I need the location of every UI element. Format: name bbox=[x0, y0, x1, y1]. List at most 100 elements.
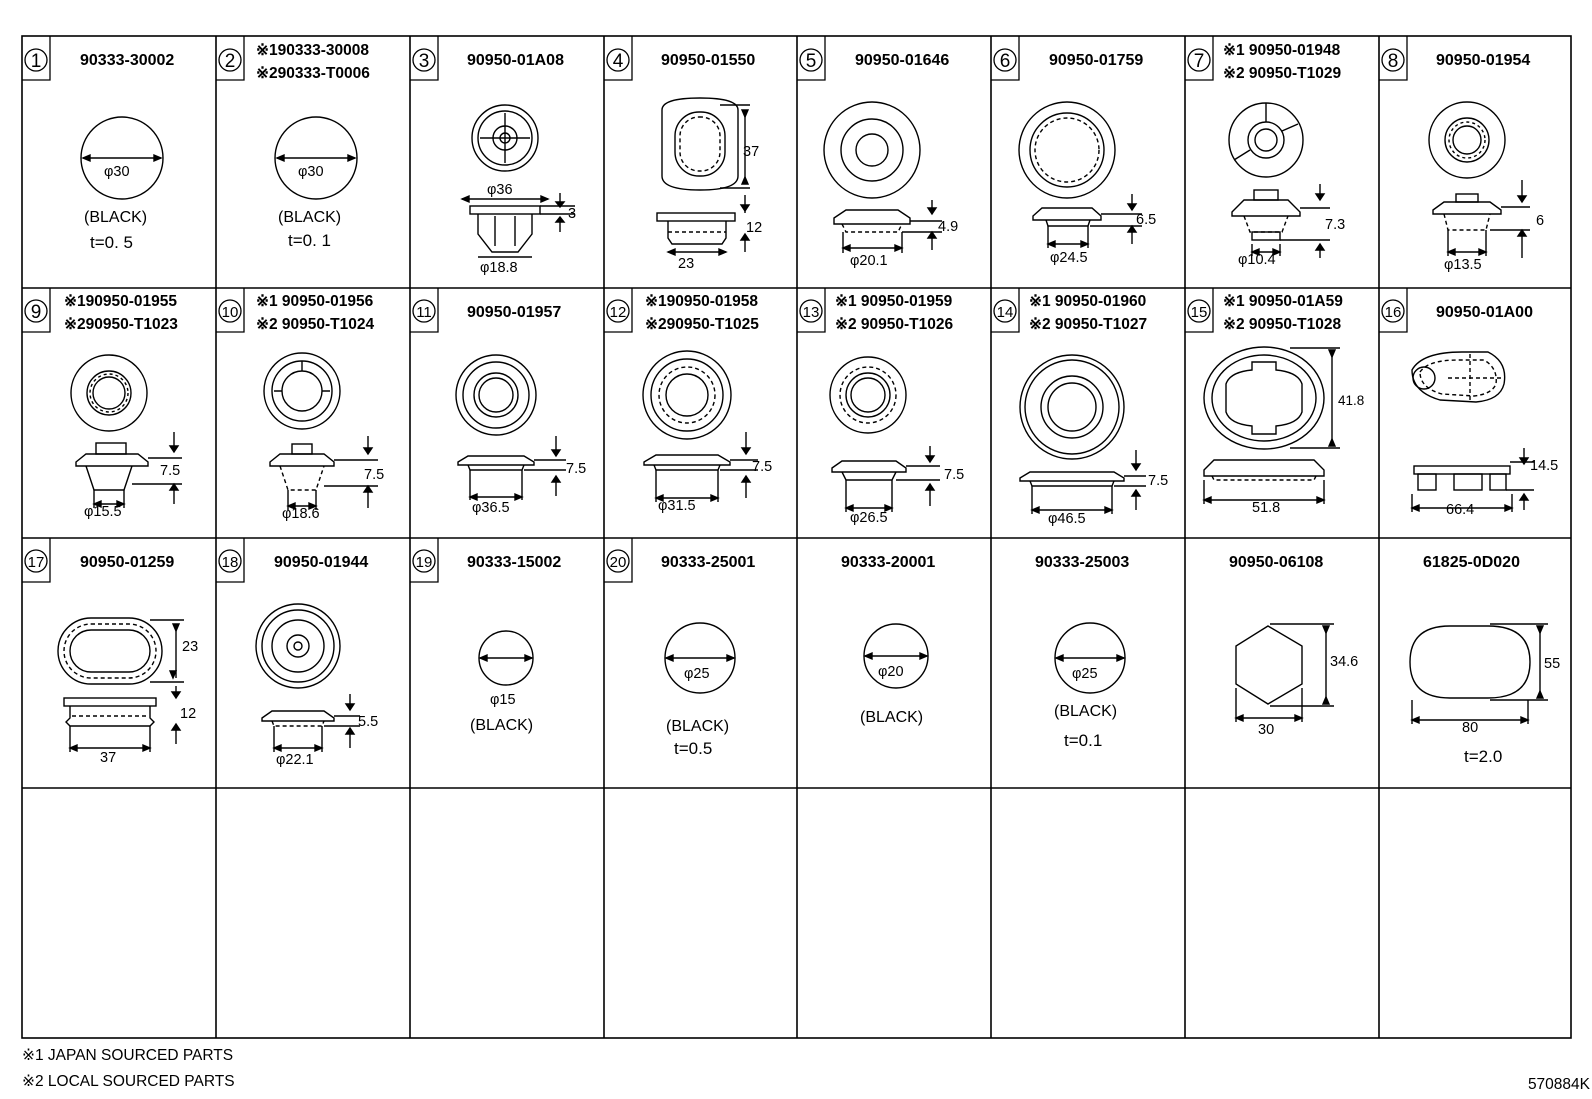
dimension-label: φ24.5 bbox=[1050, 250, 1088, 266]
dimension-label: φ20 bbox=[878, 664, 904, 680]
part-number: ※190333-30008 bbox=[256, 42, 369, 59]
dimension-label: 51.8 bbox=[1252, 500, 1280, 516]
oval-grommet-drawing bbox=[57, 617, 184, 753]
color-note: (BLACK) bbox=[278, 209, 341, 226]
dimension-label: 37 bbox=[743, 144, 759, 160]
item-number: 3 bbox=[419, 51, 430, 72]
item-number: 16 bbox=[1385, 304, 1402, 321]
color-note: (BLACK) bbox=[84, 209, 147, 226]
item-number: 20 bbox=[610, 554, 627, 571]
part-number: ※2 90950-T1026 bbox=[835, 316, 954, 333]
item-number: 13 bbox=[803, 304, 820, 321]
dimension-label: φ30 bbox=[298, 164, 324, 180]
teardrop-plug-drawing bbox=[1410, 351, 1534, 513]
dimension-label: 6 bbox=[1536, 213, 1544, 229]
round-grommet-drawing bbox=[642, 350, 758, 503]
part-number: 90950-01957 bbox=[467, 304, 561, 321]
item-number: 14 bbox=[997, 304, 1014, 321]
part-number: 90950-06108 bbox=[1229, 554, 1323, 571]
dimension-label: 55 bbox=[1544, 656, 1560, 672]
round-grommet-drawing bbox=[255, 603, 360, 753]
plug-disc-drawing bbox=[478, 630, 534, 686]
grid-lines bbox=[21, 35, 1572, 1039]
color-note: (BLACK) bbox=[666, 718, 729, 735]
dimension-label: φ36.5 bbox=[472, 500, 510, 516]
round-grommet-drawing bbox=[1018, 101, 1142, 249]
dimension-label: 41.8 bbox=[1338, 393, 1364, 408]
round-grommet-drawing bbox=[455, 354, 566, 502]
drawing-id: 570884K bbox=[1528, 1076, 1591, 1093]
dimension-label: 7.5 bbox=[566, 461, 586, 477]
part-number: ※290950-T1025 bbox=[645, 316, 759, 333]
oval-plug-drawing bbox=[1409, 623, 1548, 725]
dimension-label: 12 bbox=[180, 706, 196, 722]
dimension-label: φ15 bbox=[490, 692, 516, 708]
part-number: ※190950-01955 bbox=[64, 293, 177, 310]
thickness-note: t=0.1 bbox=[1064, 731, 1102, 750]
dimension-label: φ18.8 bbox=[480, 260, 518, 276]
part-number: 90333-25003 bbox=[1035, 554, 1129, 571]
item-number: 11 bbox=[416, 304, 432, 321]
thickness-note: t=0. 1 bbox=[288, 231, 331, 250]
part-number: ※2 90950-T1027 bbox=[1029, 316, 1147, 333]
part-number: 90950-01954 bbox=[1436, 52, 1530, 69]
round-grommet-drawing bbox=[1428, 101, 1530, 258]
dimension-label: 7.5 bbox=[944, 467, 964, 483]
item-number: 19 bbox=[416, 554, 433, 571]
color-note: (BLACK) bbox=[1054, 703, 1117, 720]
part-number: ※1 90950-01959 bbox=[835, 293, 953, 310]
color-note: (BLACK) bbox=[860, 709, 923, 726]
dimension-label: 7.5 bbox=[1148, 473, 1168, 489]
dimension-label: φ26.5 bbox=[850, 510, 888, 526]
part-number: ※2 90950-T1028 bbox=[1223, 316, 1342, 333]
part-number: 61825-0D020 bbox=[1423, 554, 1520, 571]
part-number: ※1 90950-01960 bbox=[1029, 293, 1146, 310]
number-badges bbox=[22, 36, 1408, 583]
dimension-label: 23 bbox=[678, 256, 694, 272]
part-number: 90950-01759 bbox=[1049, 52, 1143, 69]
dimension-label: φ15.5 bbox=[84, 504, 122, 520]
oval-grommet-drawing bbox=[656, 97, 751, 257]
part-number: 90333-20001 bbox=[841, 554, 935, 571]
dimension-label: 7.3 bbox=[1325, 217, 1345, 233]
dimension-label: φ20.1 bbox=[850, 253, 888, 269]
part-numbers: 90333-30002 ※190333-30008 ※290333-T0006 … bbox=[64, 42, 1533, 571]
part-number: 90333-30002 bbox=[80, 52, 174, 69]
part-number: ※190950-01958 bbox=[645, 293, 758, 310]
plug-disc-drawing bbox=[80, 116, 164, 200]
dimension-labels: φ30 (BLACK) t=0. 5 φ30 (BLACK) t=0. 1 φ3… bbox=[84, 144, 1560, 768]
dimension-label: 7.5 bbox=[160, 463, 180, 479]
color-note: (BLACK) bbox=[470, 717, 533, 734]
dimension-label: 66.4 bbox=[1446, 502, 1474, 518]
dimension-label: 23 bbox=[182, 639, 198, 655]
dimension-label: 5.5 bbox=[358, 714, 378, 730]
part-number: 90950-01A08 bbox=[467, 52, 564, 69]
item-number: 15 bbox=[1191, 304, 1208, 321]
dimension-label: 3 bbox=[568, 206, 576, 222]
dimension-label: φ31.5 bbox=[658, 498, 696, 514]
item-number: 10 bbox=[222, 304, 239, 321]
part-number: ※2 90950-T1024 bbox=[256, 316, 375, 333]
part-number: ※1 90950-01A59 bbox=[1223, 293, 1343, 310]
dimension-label: 12 bbox=[746, 220, 762, 236]
dimension-label: φ36 bbox=[487, 182, 513, 198]
round-grommet-drawing bbox=[263, 352, 378, 511]
dimension-label: 4.9 bbox=[938, 219, 958, 235]
thickness-note: t=0. 5 bbox=[90, 233, 133, 252]
grommet-clip-drawing bbox=[460, 104, 575, 258]
round-grommet-drawing bbox=[70, 354, 182, 509]
item-number: 12 bbox=[610, 304, 627, 321]
dimension-label: 80 bbox=[1462, 720, 1478, 736]
part-number: ※1 90950-01956 bbox=[256, 293, 374, 310]
dimension-label: 7.5 bbox=[752, 459, 772, 475]
part-number: 90950-01259 bbox=[80, 554, 174, 571]
item-number: 17 bbox=[28, 554, 45, 571]
plug-disc-drawing bbox=[664, 622, 736, 694]
legend-local-sourced: ※2 LOCAL SOURCED PARTS bbox=[22, 1073, 235, 1090]
part-number: 90333-15002 bbox=[467, 554, 561, 571]
dimension-label: 6.5 bbox=[1136, 212, 1156, 228]
part-number: 90950-01944 bbox=[274, 554, 368, 571]
item-number: 2 bbox=[225, 51, 236, 72]
footer: ※1 JAPAN SOURCED PARTS ※2 LOCAL SOURCED … bbox=[22, 1047, 1591, 1093]
